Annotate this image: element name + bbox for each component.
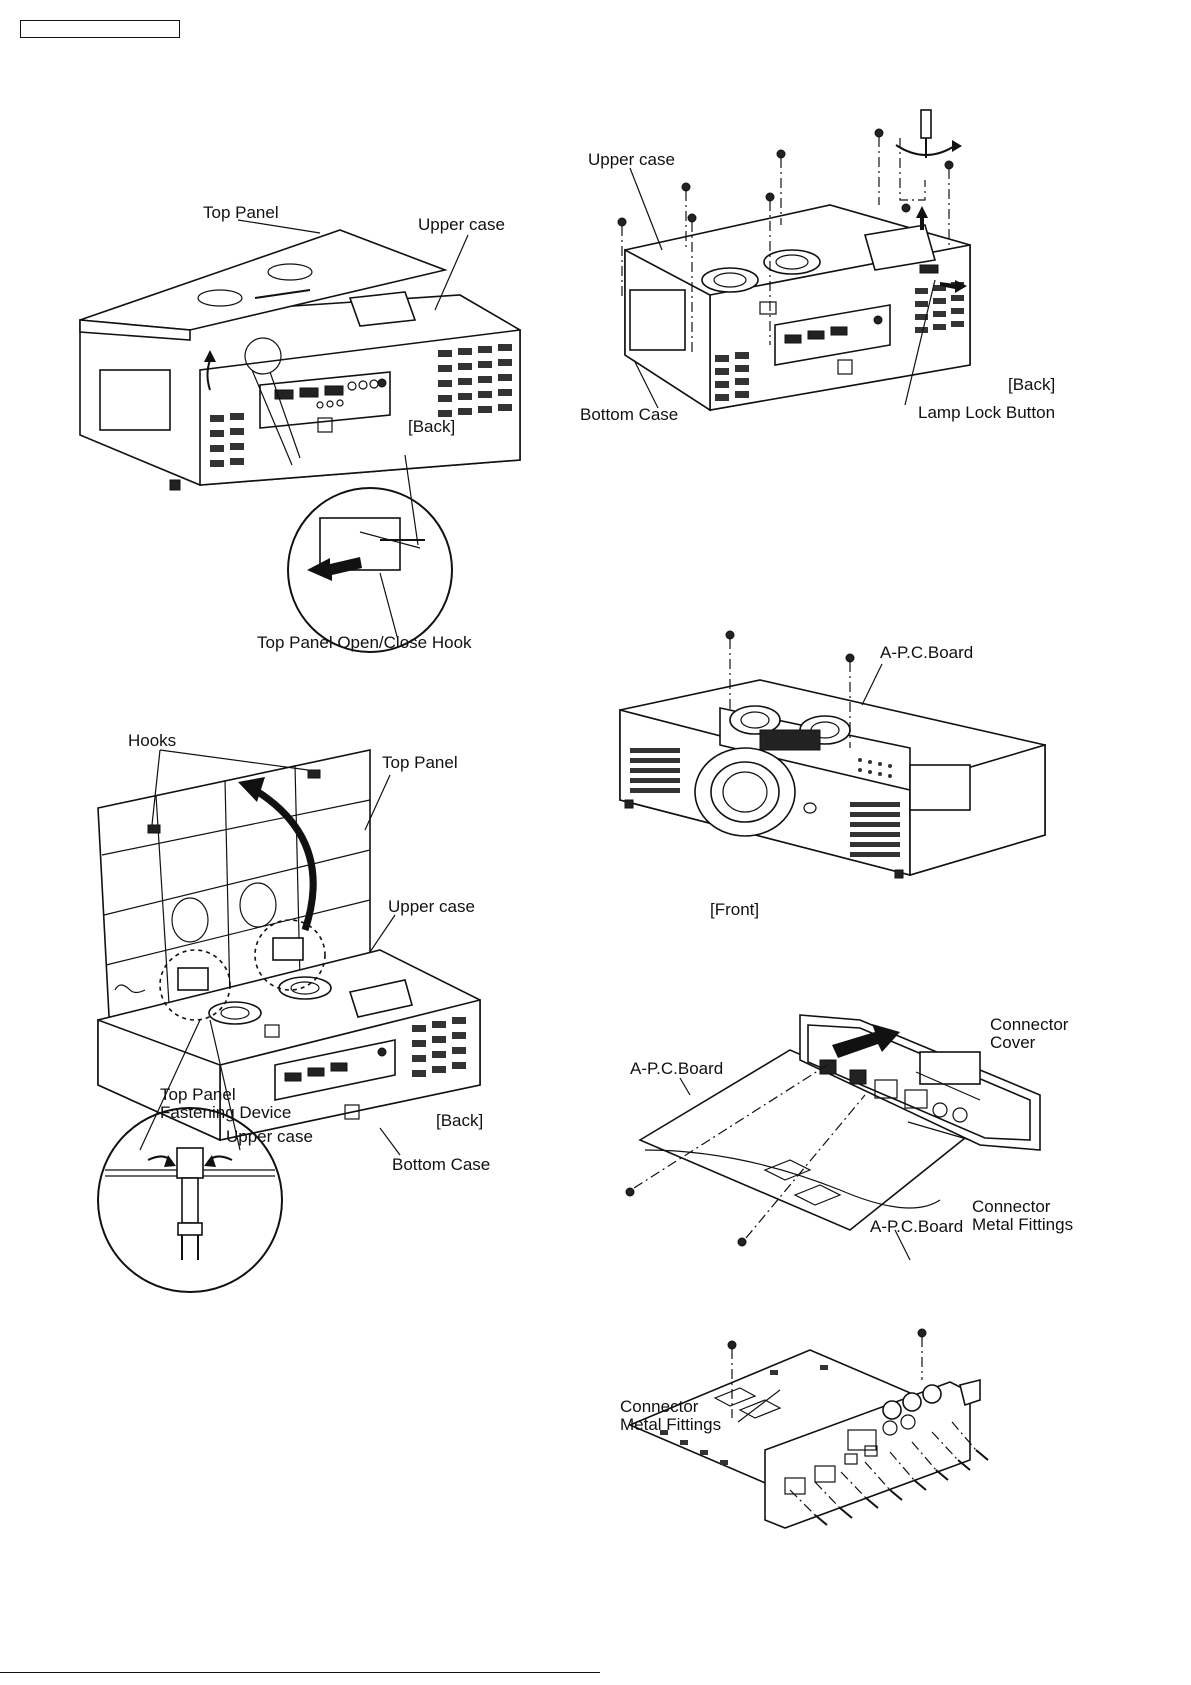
label-open-close-hook: Top Panel Open/Close Hook	[257, 633, 472, 652]
lens-mount-left	[209, 1002, 261, 1024]
label-top-panel: Top Panel	[203, 203, 279, 222]
figure-board-location: A-P.C.Board [Front]	[610, 630, 1070, 960]
label-back: [Back]	[1008, 375, 1055, 394]
label-apc-board: A-P.C.Board	[880, 643, 973, 662]
label-back: [Back]	[436, 1111, 483, 1130]
label-detail-upper-case: Upper case	[226, 1127, 313, 1146]
label-lamp-lock-button: Lamp Lock Button	[918, 403, 1055, 422]
projector-body	[620, 680, 1045, 878]
label-bottom-case: Bottom Case	[392, 1155, 490, 1174]
label-back: [Back]	[408, 417, 455, 436]
label-fittings-line2: Metal Fittings	[620, 1415, 721, 1434]
lens-mount-left	[702, 268, 758, 292]
screw-icon	[777, 150, 785, 225]
lens-mount-right	[764, 250, 820, 274]
label-upper-case: Upper case	[418, 215, 505, 234]
hook-icon	[148, 825, 160, 833]
lens-mount-right	[279, 977, 331, 999]
hook-icon	[308, 770, 320, 778]
label-apc-board: A-P.C.Board	[630, 1059, 723, 1078]
screwdriver-icon	[896, 110, 962, 158]
figure-top-panel-fastening: Hooks Top Panel Upper case Top Panel Fas…	[60, 730, 580, 1350]
label-fastening-line1: Top Panel	[160, 1085, 236, 1104]
side-label-plate	[630, 290, 685, 350]
bottom-rule	[0, 1672, 600, 1673]
label-upper-case: Upper case	[588, 150, 675, 169]
figure-connector-fittings: Connector Metal Fittings	[620, 1310, 1090, 1560]
label-cover-line2: Cover	[990, 1033, 1036, 1052]
screw-icon	[902, 204, 910, 212]
figure-connector-cover: A-P.C.Board Connector Cover Connector Me…	[620, 1000, 1090, 1245]
label-front: [Front]	[710, 900, 759, 919]
label-bottom-case: Bottom Case	[580, 405, 678, 424]
label-cover-line1: Connector	[990, 1015, 1069, 1034]
label-apc-board: A-P.C.Board	[870, 1217, 963, 1236]
label-upper-case: Upper case	[388, 897, 475, 916]
screw-icon	[945, 161, 953, 250]
figure-connector-fittings-title: A-P.C.Board	[870, 1212, 1090, 1242]
page-id-box	[20, 20, 180, 38]
figure-top-panel-hook: Top Panel Upper case [Back] Top Panel Op…	[60, 200, 580, 720]
figure-upper-case-screws: Upper case Bottom Case [Back] Lamp Lock …	[600, 110, 1070, 470]
label-top-panel: Top Panel	[382, 753, 458, 772]
label-hooks: Hooks	[128, 731, 176, 750]
side-label-plate	[100, 370, 170, 430]
label-fittings-line1: Connector	[620, 1397, 699, 1416]
screw-icon	[875, 129, 883, 205]
projector-body	[625, 205, 970, 410]
screw-icon	[918, 1329, 926, 1380]
label-fastening-line2: Fastening Device	[160, 1103, 291, 1122]
lamp-cover	[350, 292, 415, 326]
